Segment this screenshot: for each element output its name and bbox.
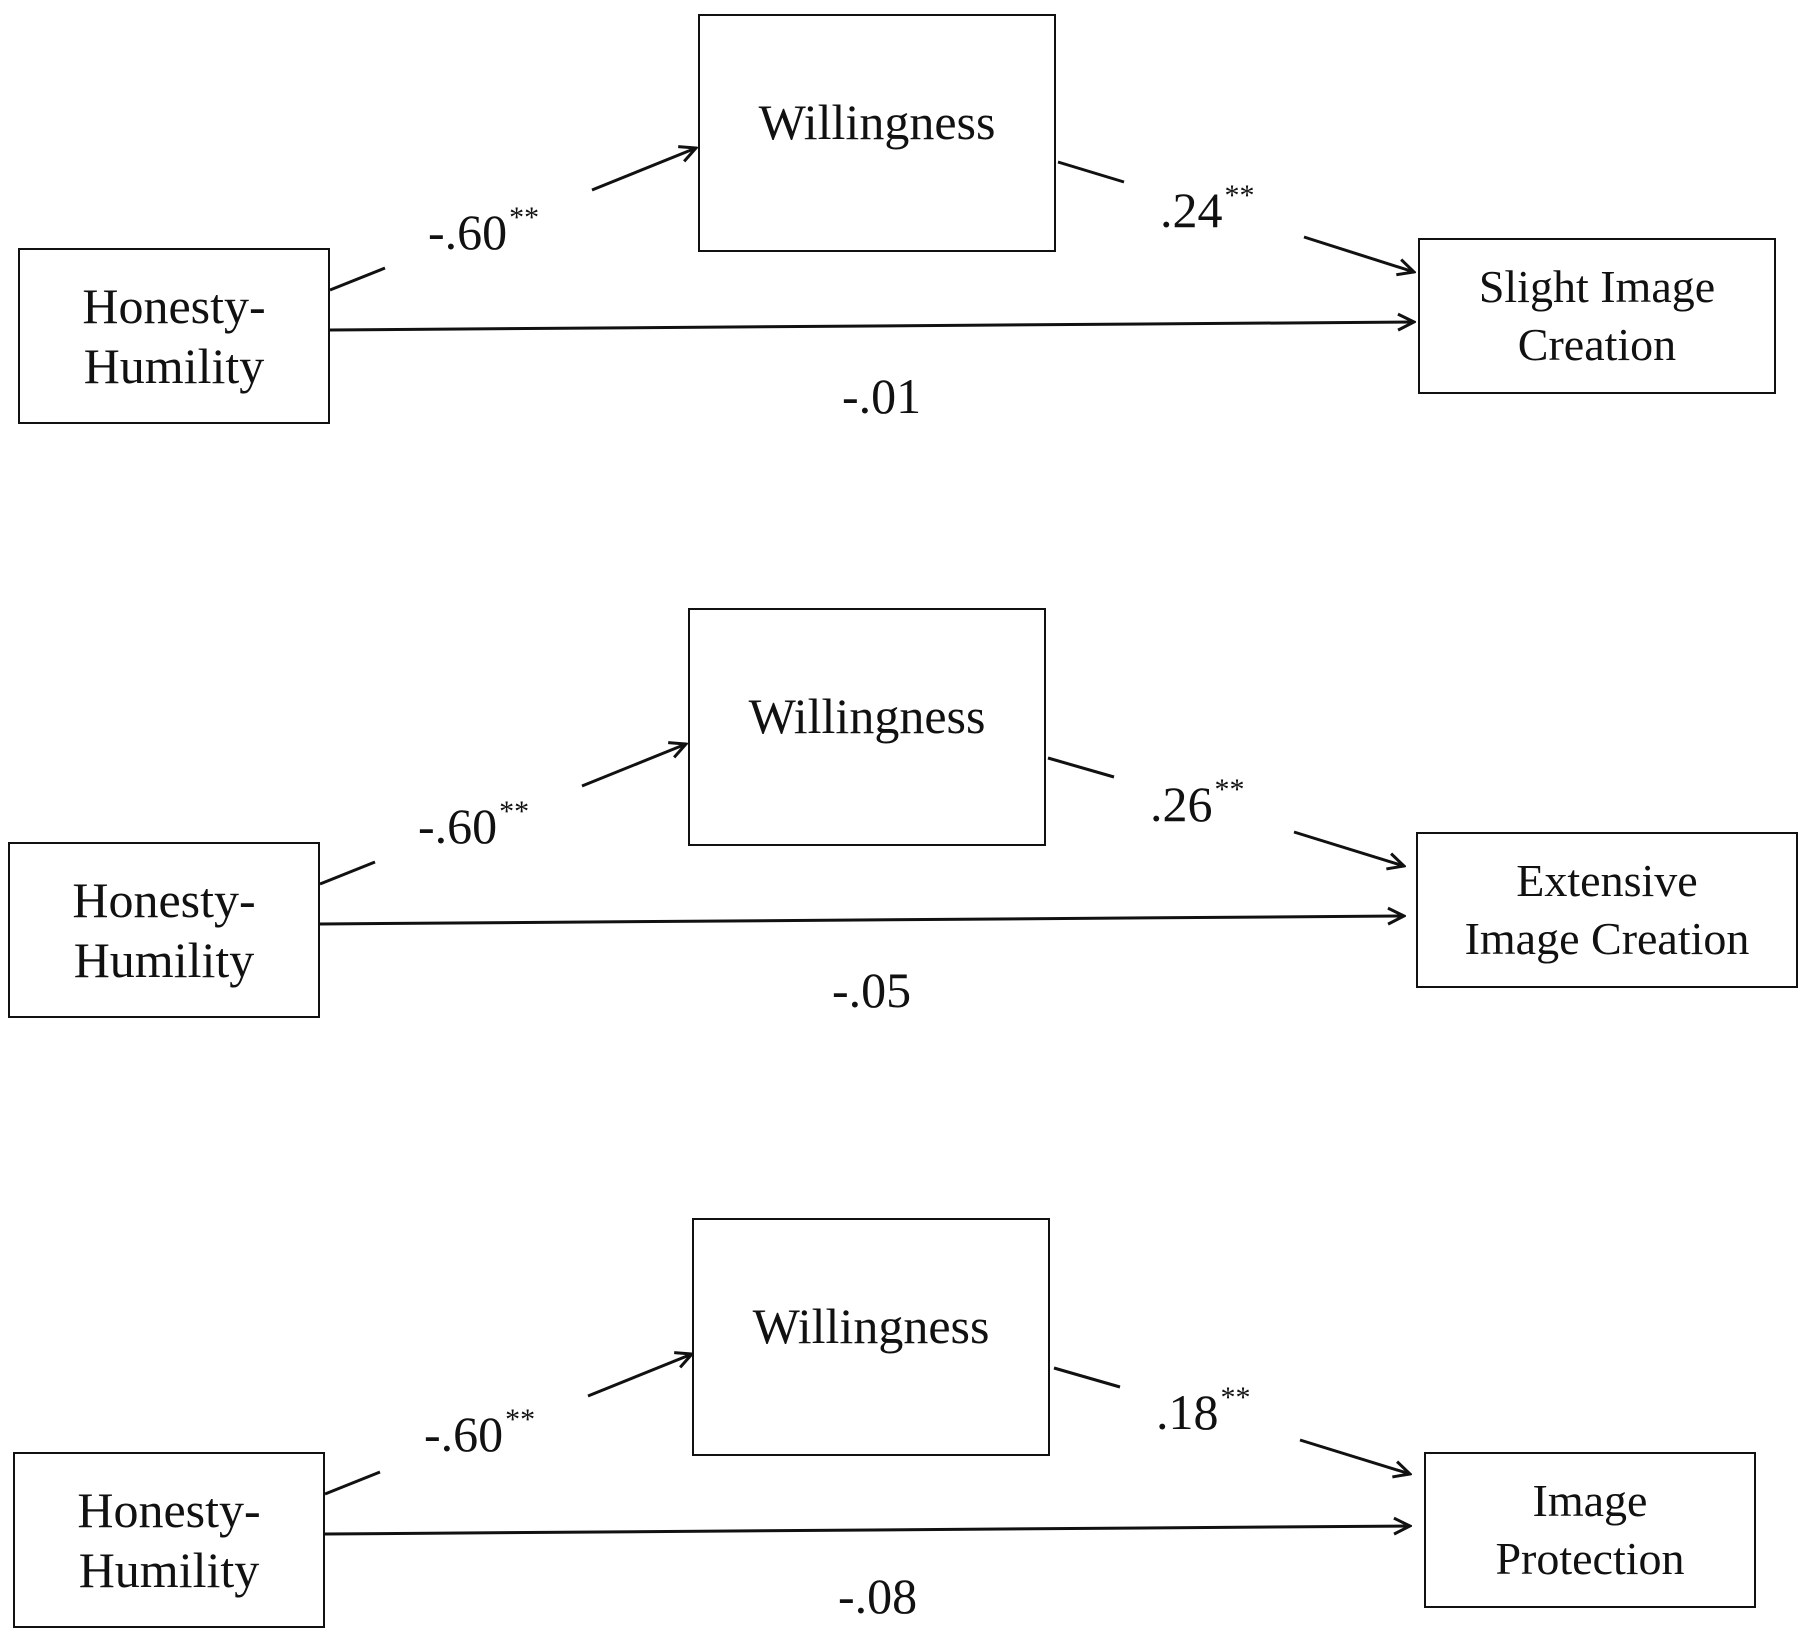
- coefficient-value: .24: [1160, 182, 1223, 238]
- predictor-label-line-1: Honesty-: [77, 1482, 261, 1538]
- model-1-arrows: [329, 148, 1414, 332]
- model-2-path-b-coefficient: .26**: [1150, 773, 1245, 840]
- outcome-label-line-2: Protection: [1495, 1533, 1685, 1584]
- coefficient-value: -.01: [842, 368, 922, 424]
- model-3-path-a-coefficient: -.60**: [424, 1403, 536, 1470]
- coefficient-value: .26: [1150, 776, 1213, 832]
- model-3-arrows: [324, 1354, 1410, 1536]
- path-c-arrow: [324, 1526, 1410, 1536]
- path-a-arrow: [329, 266, 386, 292]
- coefficient-value: -.60: [428, 204, 508, 260]
- model-3-mediator-box: Willingness: [692, 1218, 1050, 1456]
- predictor-label-line-2: Humility: [78, 1542, 260, 1598]
- path-c-arrow: [329, 322, 1414, 332]
- path-a-arrow-head-segment: [587, 1354, 692, 1398]
- model-1-mediator-box: Willingness: [698, 14, 1056, 252]
- model-2-path-a-coefficient: -.60**: [418, 795, 530, 862]
- mediator-label: Willingness: [748, 688, 986, 744]
- mediator-label: Willingness: [752, 1298, 990, 1354]
- significance-marker: **: [509, 201, 540, 234]
- model-3-path-c-coefficient: -.08: [838, 1568, 917, 1624]
- model-1-predictor-box: Honesty- Humility: [18, 248, 330, 424]
- predictor-label-line-1: Honesty-: [72, 872, 256, 928]
- path-a-arrow-head-segment: [591, 148, 696, 192]
- model-3-path-b-coefficient: .18**: [1156, 1381, 1251, 1448]
- coefficient-value: -.60: [424, 1406, 504, 1462]
- outcome-label-line-1: Extensive: [1516, 855, 1698, 906]
- path-b-arrow: [1057, 160, 1125, 184]
- path-a-arrow: [324, 1470, 381, 1496]
- outcome-label-line-1: Image: [1532, 1475, 1648, 1526]
- model-1-path-b-coefficient: .24**: [1160, 179, 1255, 246]
- mediator-label: Willingness: [758, 94, 996, 150]
- path-b-arrow-head-segment: [1303, 235, 1414, 272]
- model-1-outcome-box: Slight Image Creation: [1418, 238, 1776, 394]
- model-2-mediator-box: Willingness: [688, 608, 1046, 846]
- path-b-arrow: [1053, 1366, 1121, 1389]
- significance-marker: **: [505, 1403, 536, 1436]
- outcome-label-line-2: Creation: [1517, 319, 1677, 370]
- path-a-arrow: [319, 860, 376, 886]
- path-b-arrow-head-segment: [1293, 830, 1404, 866]
- coefficient-value: .18: [1156, 1384, 1219, 1440]
- predictor-label-line-1: Honesty-: [82, 278, 266, 334]
- coefficient-value: -.60: [418, 798, 498, 854]
- model-2-path-c-coefficient: -.05: [832, 962, 911, 1018]
- significance-marker: **: [1224, 179, 1255, 212]
- model-2-predictor-box: Honesty- Humility: [8, 842, 320, 1018]
- path-b-arrow-head-segment: [1299, 1438, 1410, 1474]
- coefficient-value: -.05: [832, 962, 912, 1018]
- model-2-arrows: [319, 744, 1404, 926]
- outcome-label-line-1: Slight Image: [1478, 261, 1716, 312]
- model-1-path-c-coefficient: -.01: [842, 368, 921, 424]
- model-1-path-a-coefficient: -.60**: [428, 201, 540, 268]
- significance-marker: **: [1214, 773, 1245, 806]
- coefficient-value: -.08: [838, 1568, 918, 1624]
- model-2-outcome-box: Extensive Image Creation: [1416, 832, 1798, 988]
- outcome-label-line-2: Image Creation: [1464, 913, 1750, 964]
- path-a-arrow-head-segment: [581, 744, 686, 788]
- significance-marker: **: [1220, 1381, 1251, 1414]
- model-3-outcome-box: Image Protection: [1424, 1452, 1756, 1608]
- path-b-arrow: [1047, 756, 1115, 779]
- predictor-label-line-2: Humility: [83, 338, 265, 394]
- model-3-predictor-box: Honesty- Humility: [13, 1452, 325, 1628]
- predictor-label-line-2: Humility: [73, 932, 255, 988]
- significance-marker: **: [499, 795, 530, 828]
- path-c-arrow: [319, 916, 1404, 926]
